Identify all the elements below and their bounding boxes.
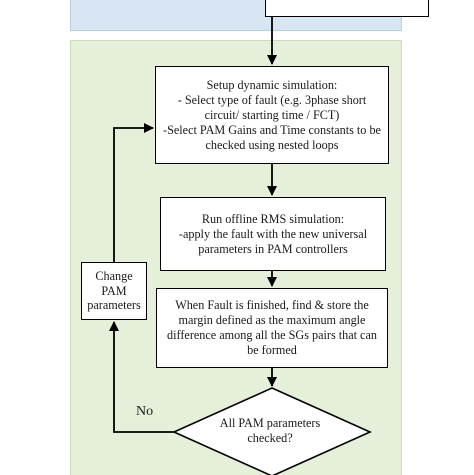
decision-text: All PAM parameters checked? xyxy=(219,416,321,445)
top-stage-panel xyxy=(70,0,429,31)
decision-diamond xyxy=(172,387,372,475)
top-process-box xyxy=(265,0,429,17)
run-rms-simulation-text: Run offline RMS simulation: -apply the f… xyxy=(178,211,368,256)
setup-simulation-box: Setup dynamic simulation: - Select type … xyxy=(155,66,389,164)
setup-simulation-text: Setup dynamic simulation: - Select type … xyxy=(163,77,381,152)
arrow-no-to-change xyxy=(109,321,174,433)
fault-margin-box: When Fault is finished, find & store the… xyxy=(156,288,388,368)
change-parameters-box: Change PAM parameters xyxy=(81,262,147,320)
arrow-change-to-setup xyxy=(113,123,154,262)
no-branch-label: No xyxy=(136,404,154,419)
run-rms-simulation-box: Run offline RMS simulation: -apply the f… xyxy=(160,197,386,271)
fault-margin-text: When Fault is finished, find & store the… xyxy=(167,298,377,357)
change-parameters-text: Change PAM parameters xyxy=(87,269,141,313)
